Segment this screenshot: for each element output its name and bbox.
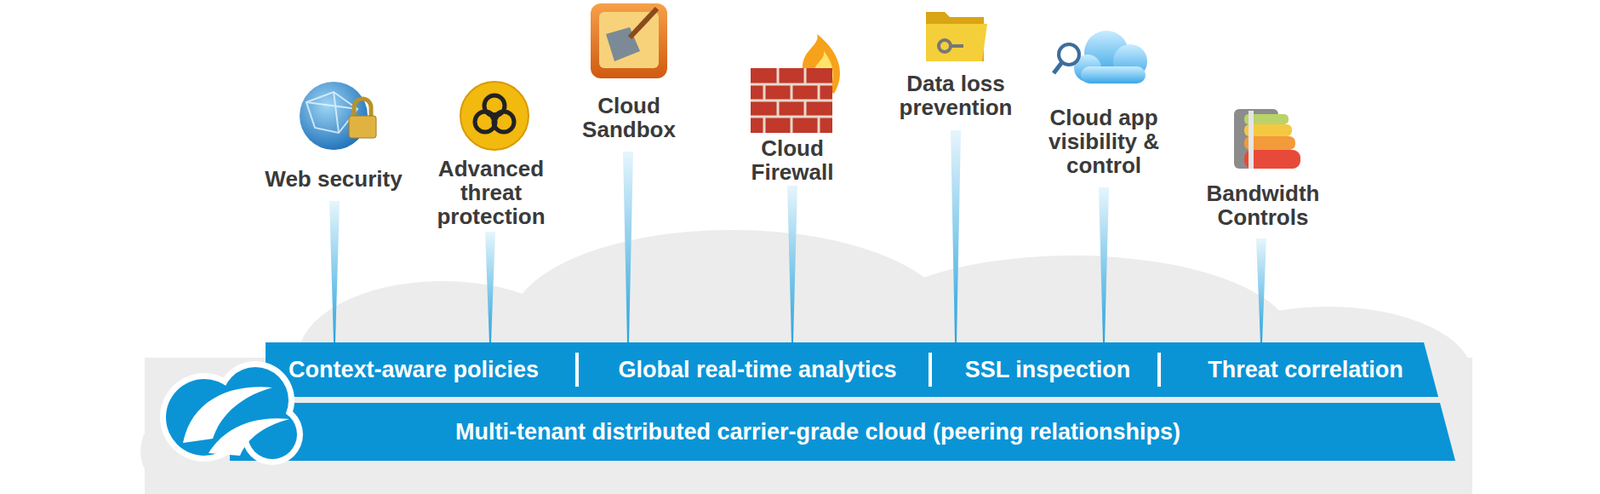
folder-lock-icon bbox=[925, 11, 988, 62]
cloud-ground bbox=[140, 229, 1473, 494]
globe-lock-icon bbox=[299, 81, 377, 150]
firewall-icon bbox=[750, 34, 840, 133]
sandbox-icon bbox=[590, 3, 668, 79]
feature-label: Bandwidth Controls bbox=[1190, 181, 1336, 229]
band-separators bbox=[577, 352, 1160, 387]
feature-label: Cloud Sandbox bbox=[569, 93, 689, 142]
band-text: Multi-tenant distributed carrier-grade c… bbox=[455, 418, 1181, 446]
cloud-search-icon bbox=[1053, 30, 1148, 84]
band-text: Threat correlation bbox=[1207, 356, 1404, 383]
band-text: Context-aware policies bbox=[288, 356, 539, 383]
cloud-logo bbox=[160, 360, 303, 465]
band: Multi-tenant distributed carrier-grade c… bbox=[229, 402, 1456, 461]
feature-label: Web security bbox=[235, 166, 432, 191]
upper-band bbox=[265, 342, 1439, 397]
band: Context-aware policies Global real-time a… bbox=[265, 342, 1439, 397]
feature-label: Cloud app visibility & control bbox=[1031, 105, 1177, 178]
bandwidth-icon bbox=[1234, 108, 1301, 169]
lower-band bbox=[229, 402, 1456, 461]
band-text: SSL inspection bbox=[965, 356, 1132, 383]
feature-label: Advanced threat protection bbox=[422, 156, 560, 229]
feature-label: Cloud Firewall bbox=[732, 136, 852, 184]
feature-label: Data loss prevention bbox=[883, 71, 1029, 120]
biohazard-icon bbox=[460, 81, 529, 150]
band-text: Global real-time analytics bbox=[617, 356, 897, 383]
